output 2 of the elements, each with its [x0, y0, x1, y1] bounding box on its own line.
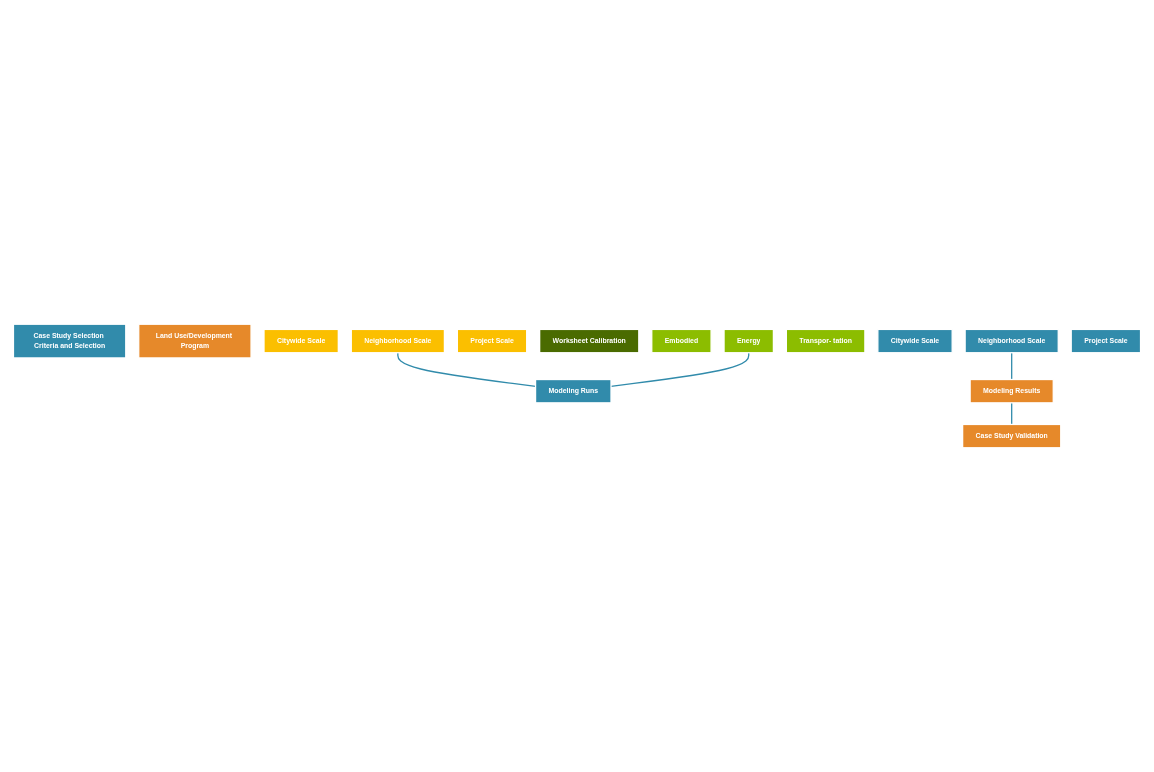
- connector: [1011, 352, 1013, 381]
- connector: [1011, 402, 1013, 426]
